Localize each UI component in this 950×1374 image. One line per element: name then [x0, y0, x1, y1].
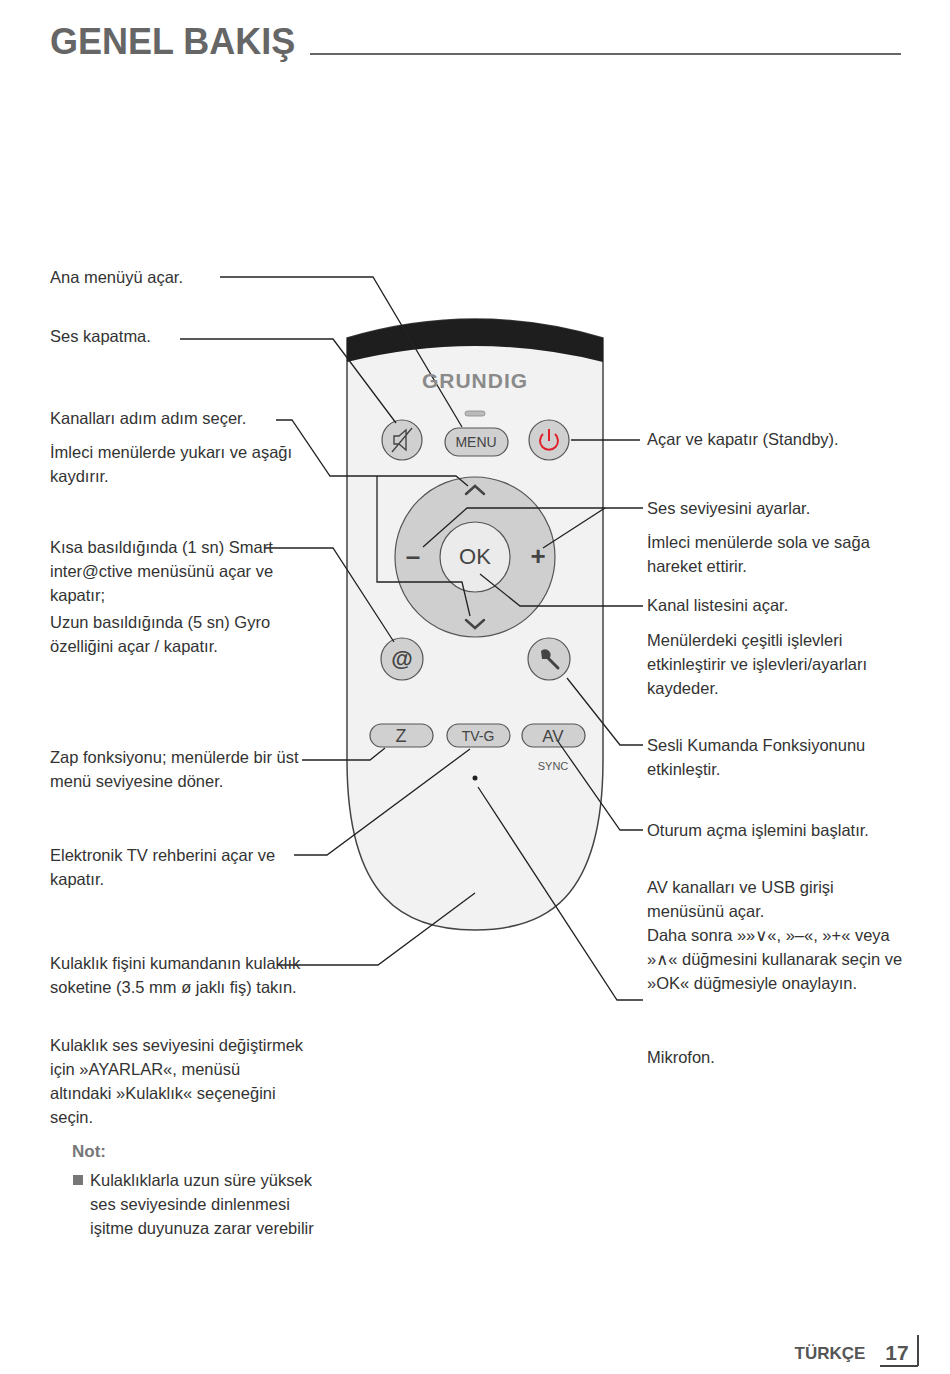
leader-line	[543, 508, 605, 548]
av-button	[522, 724, 585, 747]
menu-button	[445, 428, 508, 456]
down-chevron	[466, 620, 484, 628]
callout-text: Ses kapatma.	[50, 324, 310, 348]
leader-lines	[180, 277, 643, 1000]
leader-line	[276, 420, 468, 486]
z-button	[370, 724, 433, 747]
microphone-hole	[473, 776, 478, 781]
callout-text: İmleci menülerde sola ve sağa hareket et…	[647, 530, 907, 578]
leader-line	[264, 548, 394, 642]
callout-text: Kulaklık fişini kumandanın kulaklık soke…	[50, 951, 305, 999]
mic-icon	[548, 658, 558, 668]
nav-ring	[395, 477, 555, 637]
indicator-led	[465, 411, 485, 416]
button-label: MENU	[455, 435, 496, 449]
button-label: @	[391, 648, 412, 670]
callout-text: İmleci menülerde yukarı ve aşağı kaydırı…	[50, 440, 310, 488]
callout-text: Elektronik TV rehberini açar ve kapatır.	[50, 843, 305, 891]
tvg-button	[447, 724, 510, 747]
remote-top-band	[347, 319, 603, 362]
smart-button	[381, 638, 423, 680]
callout-text: AV kanalları ve USB girişi menüsünü açar…	[647, 875, 907, 923]
leader-line	[478, 787, 643, 1000]
callout-text: Menülerdeki çeşitli işlevleri etkinleşti…	[647, 628, 907, 700]
remote-body	[347, 319, 603, 930]
footer-rule	[880, 1365, 918, 1367]
callout-text: Uzun basıldığında (5 sn) Gyro özelliğini…	[50, 610, 305, 658]
page-number: 17	[885, 1342, 908, 1363]
power-button	[529, 420, 569, 460]
note-text: Kulaklıklarla uzun süre yüksek ses seviy…	[90, 1168, 315, 1240]
leader-line	[571, 439, 640, 440]
leader-line	[423, 508, 643, 547]
callout-text: Sesli Kumanda Fonksiyonunu etkinleştir.	[647, 733, 907, 781]
button-label: Z	[396, 727, 407, 745]
callout-text: Açar ve kapatır (Standby).	[647, 427, 927, 451]
title-rule	[310, 53, 901, 55]
callout-text: Oturum açma işlemini başlatır.	[647, 818, 907, 842]
footer-rule	[917, 1335, 919, 1366]
callout-text: Mikrofon.	[647, 1045, 907, 1069]
up-chevron	[466, 486, 484, 494]
callout-text: Kanal listesini açar.	[647, 593, 907, 617]
mute-button	[382, 420, 422, 460]
callout-text: Zap fonksiyonu; menülerde bir üst menü s…	[50, 745, 305, 793]
callout-text: Kanalları adım adım seçer.	[50, 406, 310, 430]
button-label: SYNC	[538, 761, 569, 772]
language-footer: TÜRKÇE	[795, 1345, 866, 1362]
callout-text: Ses seviyesini ayarlar.	[647, 496, 907, 520]
note-heading: Not:	[72, 1140, 172, 1164]
mute-icon	[392, 428, 412, 452]
note-bullet	[73, 1175, 83, 1185]
leader-line	[567, 678, 643, 745]
power-icon	[548, 429, 550, 441]
button-label: AV	[542, 728, 563, 745]
callout-text: Ana menüyü açar.	[50, 265, 310, 289]
leader-line	[302, 748, 385, 760]
brand-logo: GRUNDIG	[422, 370, 528, 391]
button-label: +	[530, 543, 545, 569]
button-label: –	[406, 543, 420, 569]
leader-line	[294, 749, 470, 855]
callout-text: Kısa basıldığında (1 sn) Smart inter@cti…	[50, 535, 305, 607]
callout-text: Daha sonra »»∨«, »–«, »+« veya »∧« düğme…	[647, 923, 907, 995]
leader-line	[277, 893, 475, 965]
leader-line	[220, 277, 462, 427]
page-title: GENEL BAKIŞ	[50, 20, 295, 64]
button-label: OK	[459, 546, 491, 568]
voice-button	[528, 638, 570, 680]
leader-line	[557, 740, 643, 830]
callout-text: Kulaklık ses seviyesini değiştirmek için…	[50, 1033, 305, 1129]
leader-line	[480, 574, 643, 606]
button-label: TV-G	[462, 729, 495, 743]
